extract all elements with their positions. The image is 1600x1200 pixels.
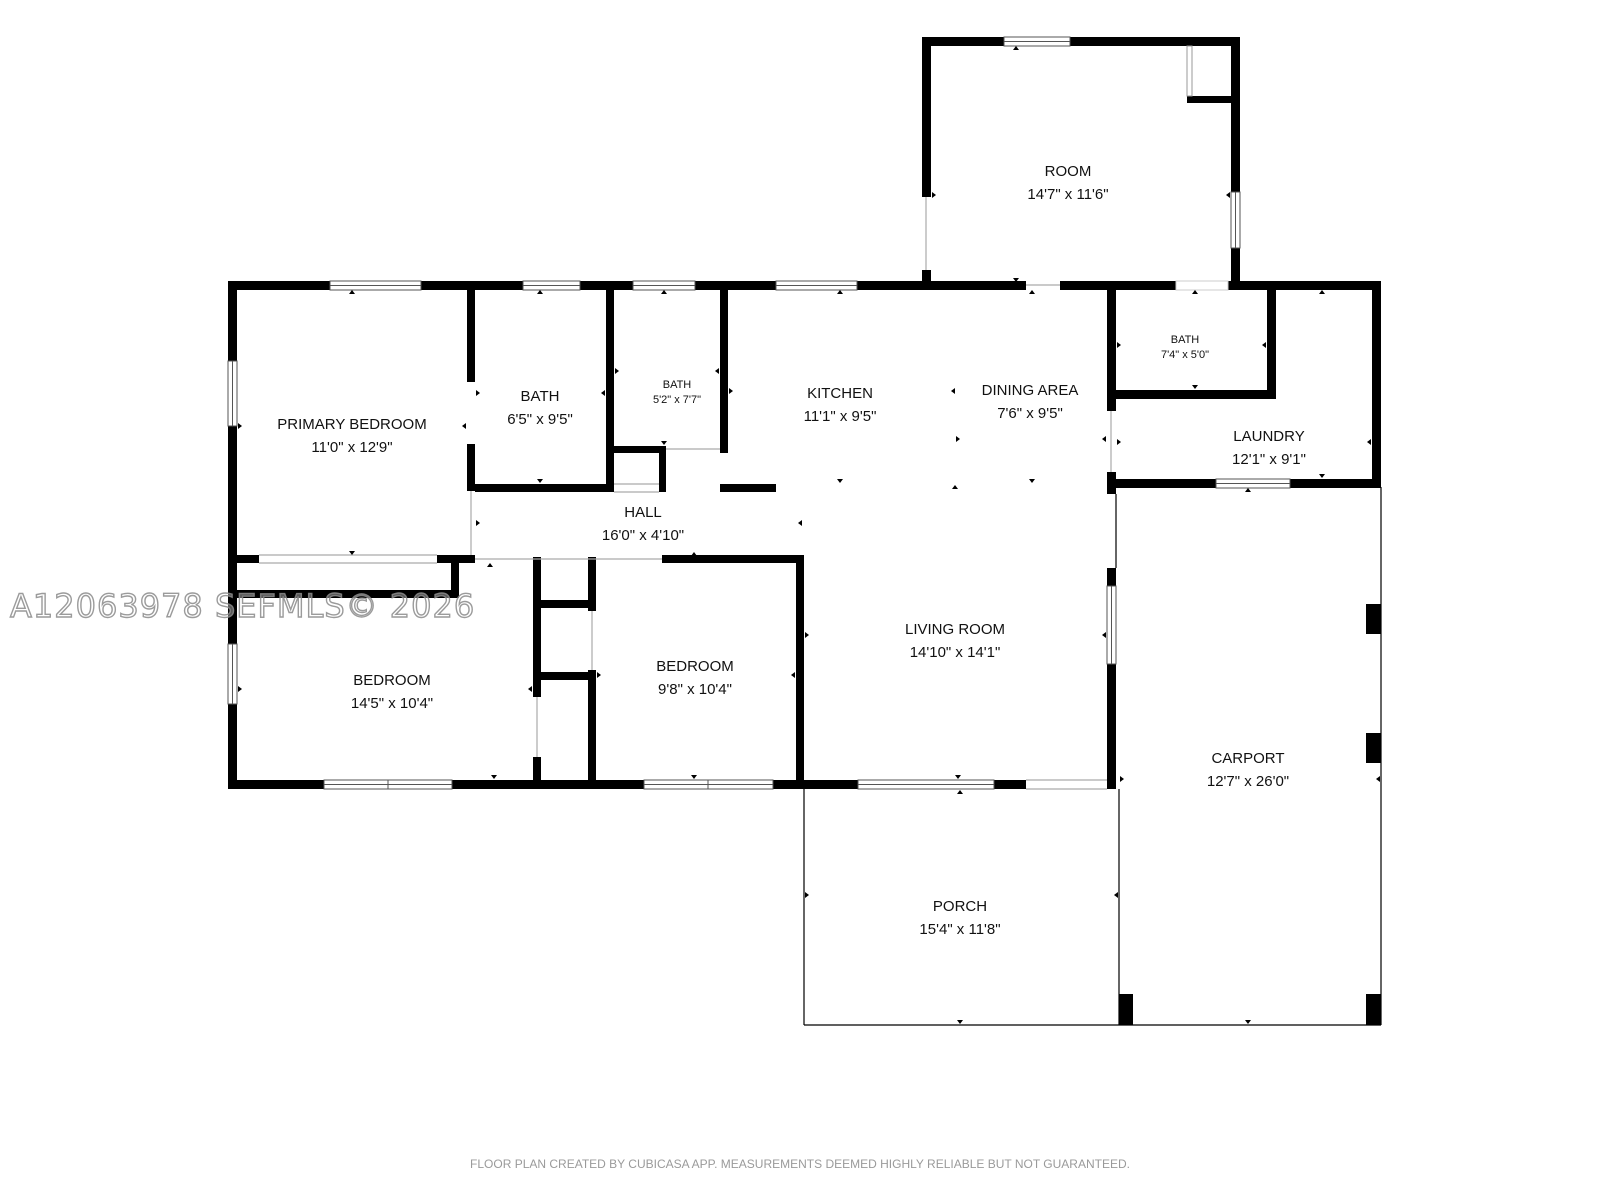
room-label-bedroom-1-dims: 14'5" x 10'4" — [351, 695, 433, 712]
room-label-primary-bedroom-dims: 11'0" x 12'9" — [311, 439, 392, 456]
room-label-room-dims: 14'7" x 11'6" — [1027, 186, 1108, 203]
footer-disclaimer: FLOOR PLAN CREATED BY CUBICASA APP. MEAS… — [470, 1157, 1130, 1171]
room-label-laundry-dims: 12'1" x 9'1" — [1232, 451, 1306, 468]
room-label-bedroom-2-dims: 9'8" x 10'4" — [658, 681, 732, 698]
room-label-carport-name: CARPORT — [1211, 750, 1284, 767]
room-label-carport-dims: 12'7" x 26'0" — [1207, 773, 1289, 790]
room-label-bath-3-dims: 7'4" x 5'0" — [1161, 349, 1209, 361]
room-label-laundry-name: LAUNDRY — [1233, 428, 1304, 445]
room-label-bath-2-name: BATH — [663, 379, 692, 391]
room-label-living-room-name: LIVING ROOM — [905, 621, 1005, 638]
room-label-dining-area-dims: 7'6" x 9'5" — [997, 405, 1063, 422]
posts — [1119, 604, 1381, 1025]
room-label-hall-dims: 16'0" x 4'10" — [602, 527, 684, 544]
walls — [228, 37, 1381, 789]
room-label-room-name: ROOM — [1045, 163, 1092, 180]
room-label-kitchen-dims: 11'1" x 9'5" — [804, 408, 877, 425]
room-label-dining-area-name: DINING AREA — [982, 382, 1079, 399]
room-label-primary-bedroom-name: PRIMARY BEDROOM — [277, 416, 426, 433]
room-label-bath-1-dims: 6'5" x 9'5" — [507, 411, 573, 428]
windows — [227, 36, 1291, 790]
room-labels: ROOM 14'7" x 11'6" PRIMARY BEDROOM 11'0"… — [277, 163, 1306, 938]
room-label-bath-2-dims: 5'2" x 7'7" — [653, 394, 701, 406]
dimension-ticks — [238, 46, 1380, 1024]
room-label-bath-3-name: BATH — [1171, 334, 1200, 346]
room-label-bedroom-2-name: BEDROOM — [656, 658, 734, 675]
room-label-bedroom-1-name: BEDROOM — [353, 672, 431, 689]
room-label-living-room-dims: 14'10" x 14'1" — [910, 644, 1001, 661]
room-label-porch-dims: 15'4" x 11'8" — [919, 921, 1000, 938]
room-label-bath-1-name: BATH — [521, 388, 560, 405]
room-label-hall-name: HALL — [624, 504, 662, 521]
room-label-kitchen-name: KITCHEN — [807, 385, 873, 402]
room-label-porch-name: PORCH — [933, 898, 987, 915]
watermark: A12063978 SEFMLS© 2026 — [10, 587, 475, 625]
